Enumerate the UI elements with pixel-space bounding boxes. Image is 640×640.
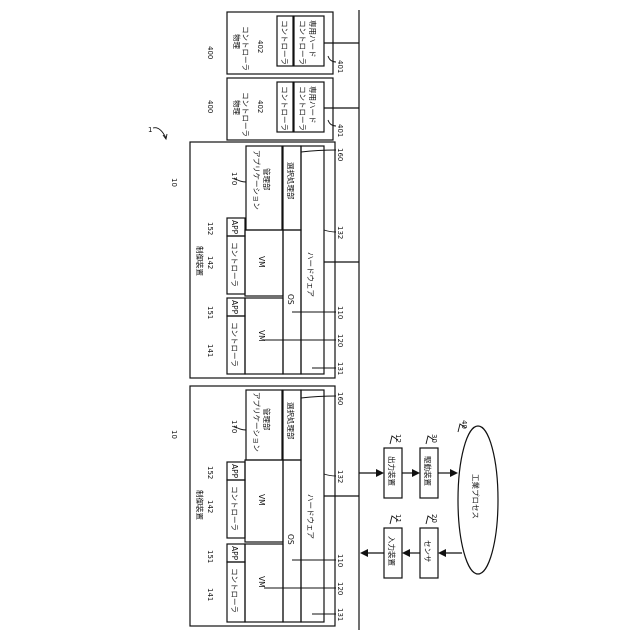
svg-text:142: 142 — [206, 256, 214, 269]
svg-text:132: 132 — [336, 470, 344, 483]
svg-text:コントローラ: コントローラ — [280, 86, 289, 131]
svg-text:10: 10 — [170, 430, 178, 439]
svg-text:管理部: 管理部 — [262, 408, 272, 431]
svg-text:1: 1 — [148, 126, 152, 134]
svg-text:駆動装置: 駆動装置 — [423, 456, 433, 486]
control-device-2: 10 制御装置 アプリケーション 管理部 170 選択処理部 160 APP 1… — [170, 386, 359, 626]
svg-text:コントローラ: コントローラ — [298, 20, 307, 65]
svg-text:VM: VM — [257, 494, 266, 506]
svg-text:APP: APP — [230, 300, 239, 315]
svg-text:コントローラ: コントローラ — [241, 26, 250, 71]
svg-text:VM: VM — [257, 576, 266, 588]
svg-text:131: 131 — [336, 362, 344, 375]
svg-text:170: 170 — [230, 172, 238, 185]
svg-text:OS: OS — [286, 294, 295, 305]
svg-text:400: 400 — [206, 46, 214, 59]
svg-text:アプリケーション: アプリケーション — [252, 392, 261, 452]
output-device: 出力装置 12 — [359, 434, 402, 498]
svg-text:110: 110 — [336, 554, 344, 567]
sensor: センサ 20 — [402, 514, 462, 578]
svg-text:160: 160 — [336, 392, 344, 405]
svg-text:131: 131 — [336, 608, 344, 621]
svg-text:コントローラ: コントローラ — [230, 242, 239, 287]
svg-text:402: 402 — [256, 40, 264, 53]
svg-text:制御装置: 制御装置 — [195, 246, 205, 276]
svg-text:センサ: センサ — [423, 540, 432, 563]
svg-text:出力装置: 出力装置 — [387, 456, 397, 486]
svg-text:110: 110 — [336, 306, 344, 319]
svg-text:コントローラ: コントローラ — [280, 20, 289, 65]
svg-text:152: 152 — [206, 466, 214, 479]
svg-text:400: 400 — [206, 100, 214, 113]
svg-text:ハードウェア: ハードウェア — [306, 494, 315, 539]
svg-text:専用ハード: 専用ハード — [308, 86, 318, 124]
svg-text:コントローラ: コントローラ — [230, 568, 239, 613]
svg-text:物理: 物理 — [232, 100, 242, 115]
control-device-1: 10 制御装置 アプリケーション 管理部 170 選択処理部 160 APP 1… — [170, 142, 359, 378]
figure-ref-1: 1 — [148, 126, 167, 139]
svg-text:APP: APP — [230, 464, 239, 479]
svg-text:ハードウェア: ハードウェア — [306, 252, 315, 297]
svg-text:152: 152 — [206, 222, 214, 235]
svg-text:入力装置: 入力装置 — [387, 536, 397, 566]
svg-text:管理部: 管理部 — [262, 168, 272, 191]
svg-text:151: 151 — [206, 550, 214, 563]
physical-controller-1: 400 物理 コントローラ 402 コントローラ コントローラ 専用ハード 40… — [206, 12, 359, 74]
svg-text:選択処理部: 選択処理部 — [286, 162, 296, 200]
svg-text:APP: APP — [230, 220, 239, 235]
svg-text:アプリケーション: アプリケーション — [252, 150, 261, 210]
svg-text:120: 120 — [336, 334, 344, 347]
svg-text:402: 402 — [256, 100, 264, 113]
physical-controller-2: 400 物理 コントローラ 402 コントローラ コントローラ 専用ハード 40… — [206, 78, 359, 140]
svg-text:コントローラ: コントローラ — [230, 322, 239, 367]
svg-text:VM: VM — [257, 256, 266, 268]
svg-text:APP: APP — [230, 546, 239, 561]
svg-text:132: 132 — [336, 226, 344, 239]
svg-text:OS: OS — [286, 534, 295, 545]
svg-text:制御装置: 制御装置 — [195, 490, 205, 520]
svg-text:10: 10 — [170, 178, 178, 187]
svg-text:物理: 物理 — [232, 34, 242, 49]
drive-device: 駆動装置 30 — [402, 434, 458, 498]
svg-text:160: 160 — [336, 148, 344, 161]
svg-text:141: 141 — [206, 588, 214, 601]
svg-text:401: 401 — [336, 124, 344, 137]
svg-text:専用ハード: 専用ハード — [308, 20, 318, 58]
svg-text:141: 141 — [206, 344, 214, 357]
svg-text:401: 401 — [336, 60, 344, 73]
svg-text:170: 170 — [230, 420, 238, 433]
svg-text:151: 151 — [206, 306, 214, 319]
svg-text:120: 120 — [336, 582, 344, 595]
svg-text:コントローラ: コントローラ — [298, 86, 307, 131]
industrial-process: 工業プロセス 40 — [458, 420, 498, 574]
svg-text:142: 142 — [206, 500, 214, 513]
svg-text:工業プロセス: 工業プロセス — [471, 474, 481, 519]
input-device: 入力装置 11 — [360, 514, 402, 578]
svg-text:選択処理部: 選択処理部 — [286, 402, 296, 440]
svg-text:コントローラ: コントローラ — [241, 92, 250, 137]
svg-text:コントローラ: コントローラ — [230, 486, 239, 531]
